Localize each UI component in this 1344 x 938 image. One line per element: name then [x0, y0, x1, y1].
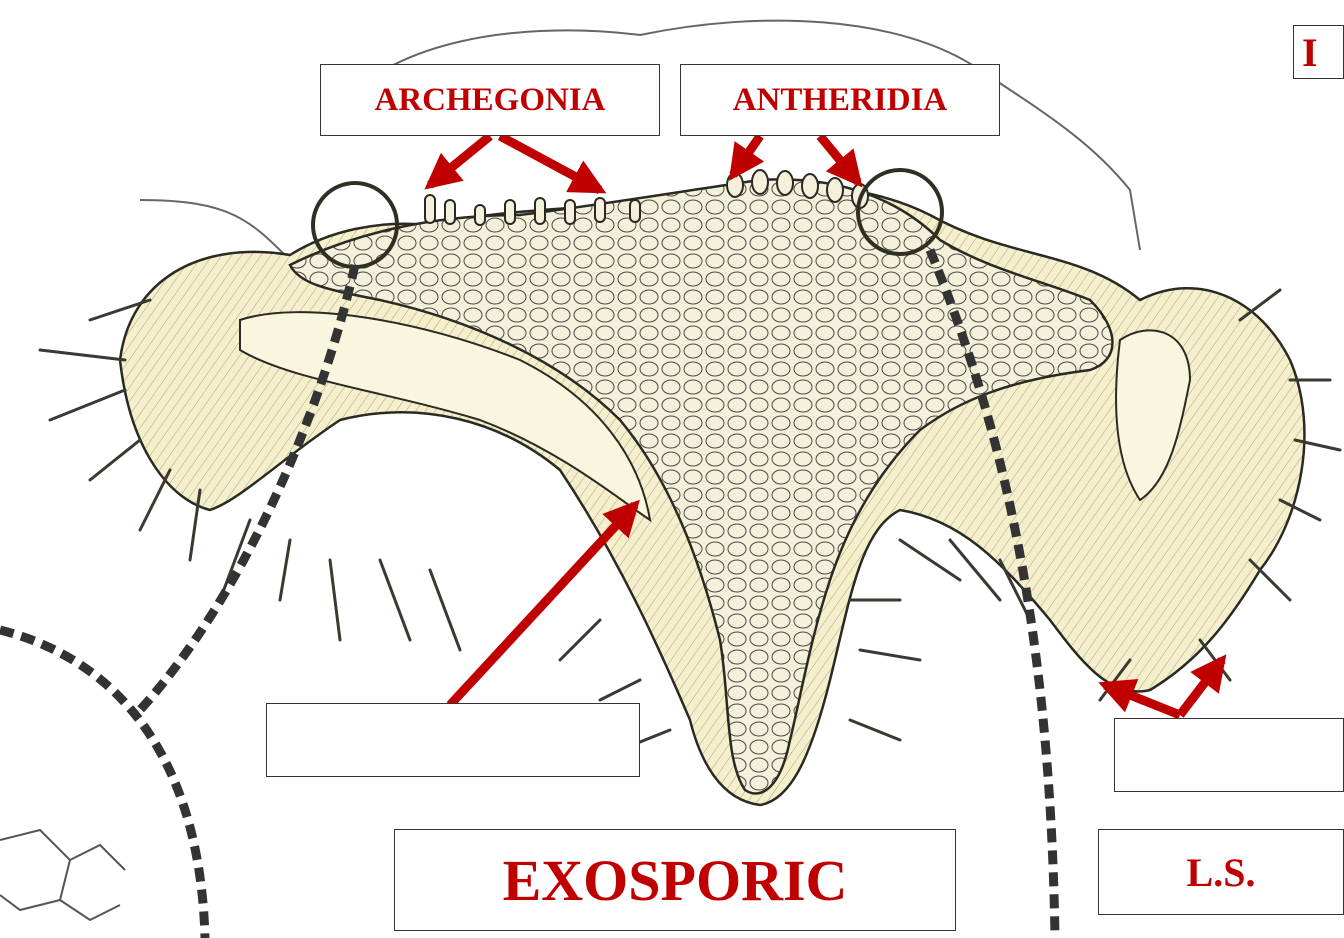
archegonia-arrow-right [500, 136, 600, 190]
blank-label-left [266, 703, 640, 777]
antheridia-arrow-right [820, 136, 858, 182]
ls-label: L.S. [1098, 829, 1344, 915]
archegonia-arrow-left [430, 136, 490, 185]
blank-label-right [1114, 718, 1344, 792]
corner-label-fragment: I [1293, 25, 1344, 79]
exosporic-label: EXOSPORIC [394, 829, 956, 931]
blank-label-left-arrow [450, 505, 635, 705]
antheridia-arrow-left [733, 136, 760, 175]
blank-label-right-arrow-b [1180, 660, 1222, 715]
archegonia-label: ARCHEGONIA [320, 64, 660, 136]
megaspore-cells [0, 830, 125, 920]
antheridia-label: ANTHERIDIA [680, 64, 1000, 136]
